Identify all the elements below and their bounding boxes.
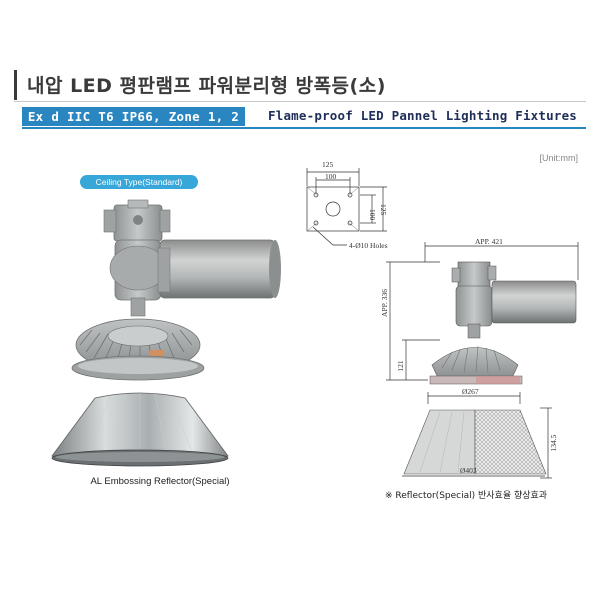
dim-125-side: 125 [379, 204, 388, 216]
dim-134-5: 134.5 [549, 434, 558, 451]
dim-app-336: APP. 336 [380, 289, 389, 317]
ceiling-type-label: Ceiling Type(Standard) [80, 175, 198, 189]
spec-divider [22, 127, 586, 129]
reflector-caption: AL Embossing Reflector(Special) [90, 476, 230, 487]
fixture-photo [51, 199, 281, 467]
page-title: 내압 LED 평판램프 파워분리형 방폭등(소) [27, 75, 386, 97]
title-divider [14, 101, 586, 102]
unit-label: [Unit:mm] [539, 153, 578, 163]
holes-label: 4-Ø10 Holes [349, 241, 388, 250]
dim-app-421: APP. 421 [475, 237, 503, 246]
spec-rating-badge: Ex d IIC T6 IP66, Zone 1, 2 [22, 107, 245, 126]
mount-plate-drawing [306, 168, 387, 246]
dim-dia-403: Ø403 [460, 466, 477, 475]
reflector-note: ※ Reflector(Special) 반사효율 향상효과 [385, 491, 548, 501]
dim-121: 121 [396, 360, 405, 372]
dim-100-top: 100 [325, 172, 337, 181]
dim-100-side: 100 [368, 209, 377, 221]
title-bar: 내압 LED 평판램프 파워분리형 방폭등(소) [14, 70, 589, 100]
dim-dia-267: Ø267 [462, 387, 479, 396]
side-elevation-drawing [386, 242, 579, 479]
dim-125-top: 125 [322, 160, 334, 169]
spec-name: Flame-proof LED Pannel Lighting Fixtures [268, 108, 578, 123]
